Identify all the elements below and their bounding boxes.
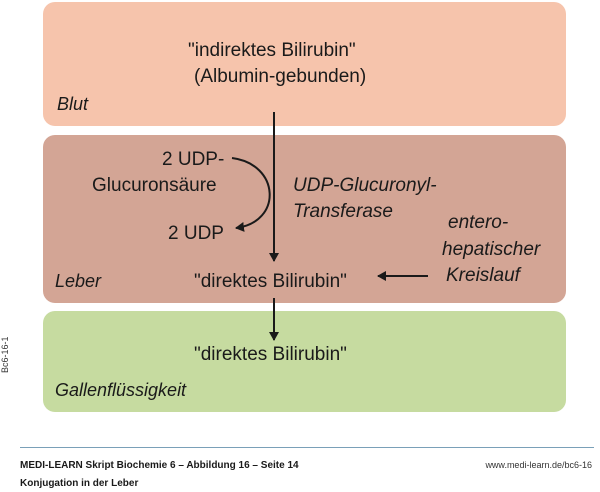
direct-bilirubin-liver-label: "direktes Bilirubin" (194, 271, 347, 292)
udp-glucuronic-acid-label-1: 2 UDP- (162, 149, 225, 170)
enterohepatic-label-3: Kreislauf (446, 265, 520, 286)
footer-title: MEDI-LEARN Skript Biochemie 6 – Abbildun… (20, 460, 299, 471)
footer-url: www.medi-learn.de/bc6-16 (485, 460, 592, 470)
blood-compartment (43, 2, 566, 126)
enterohepatic-label-1: entero- (448, 212, 509, 233)
footer-subtitle: Konjugation in der Leber (20, 478, 139, 489)
udp-label: 2 UDP (168, 223, 224, 244)
albumin-bound-label: (Albumin-gebunden) (194, 66, 367, 87)
blood-label: Blut (57, 94, 89, 114)
liver-compartment (43, 135, 566, 303)
footer-rule (20, 447, 594, 448)
liver-label: Leber (55, 271, 102, 291)
bile-label: Gallenflüssigkeit (55, 380, 187, 400)
udp-conversion-arc-arrow (231, 157, 271, 232)
indirect-bilirubin-label: "indirektes Bilirubin" (188, 40, 356, 61)
enterohepatic-label-2: hepatischer (442, 239, 541, 260)
enzyme-label-2: Transferase (293, 201, 393, 222)
bile-compartment (43, 311, 566, 412)
figure-code: Bc6-16-1 (0, 336, 10, 373)
udp-glucuronic-acid-label-2: Glucuronsäure (92, 175, 217, 196)
enzyme-label-1: UDP-Glucuronyl- (293, 175, 437, 196)
direct-bilirubin-bile-label: "direktes Bilirubin" (194, 344, 347, 365)
